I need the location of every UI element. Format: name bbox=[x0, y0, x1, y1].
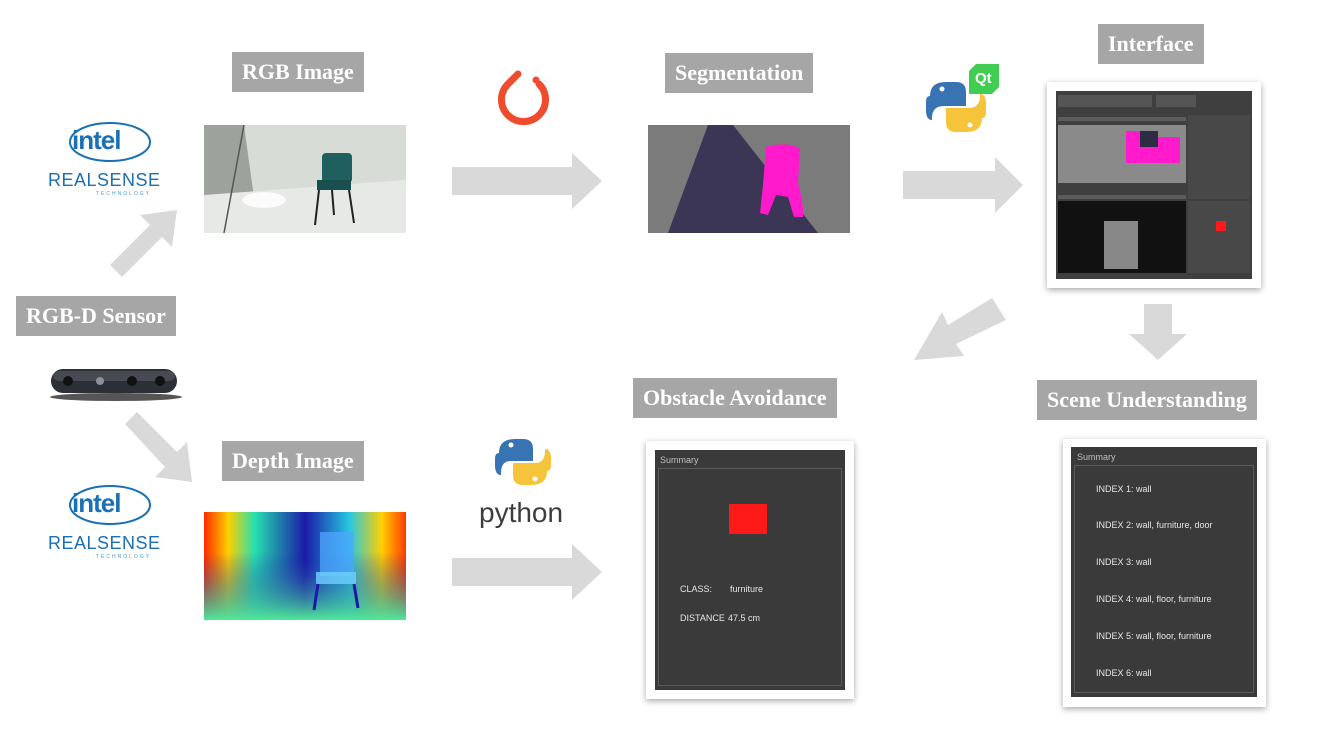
arrow-sensor-to-rgb bbox=[110, 210, 177, 277]
distance-label: DISTANCE bbox=[680, 613, 725, 623]
intel-wordmark: intel bbox=[72, 125, 121, 155]
technology-wordmark: TECHNOLOGY bbox=[96, 191, 152, 197]
arrow-depth-to-obstacle bbox=[452, 544, 602, 600]
rgbd-camera-icon bbox=[50, 369, 182, 401]
rgb-image-card bbox=[194, 115, 416, 243]
obstacle-alert-indicator bbox=[729, 504, 767, 534]
obstacle-avoidance-card: Summary CLASS: furniture DISTANCE 47.5 c… bbox=[646, 441, 854, 699]
arrow-rgb-to-segmentation bbox=[452, 153, 602, 209]
realsense-wordmark: REALSENSE bbox=[48, 170, 161, 190]
qt-wordmark: Qt bbox=[975, 70, 992, 87]
scene-line: INDEX 6: wall bbox=[1096, 668, 1152, 678]
intel-swoosh-icon bbox=[69, 122, 151, 162]
obstacle-summary-title: Summary bbox=[660, 455, 699, 465]
interface-screenshot bbox=[1056, 91, 1252, 279]
scene-line: INDEX 5: wall, floor, furniture bbox=[1096, 631, 1212, 641]
python-wordmark: python bbox=[479, 497, 564, 528]
scene-line: INDEX 4: wall, floor, furniture bbox=[1096, 594, 1212, 604]
obstacle-summary-frame bbox=[658, 468, 842, 686]
obstacle-avoidance-label: Obstacle Avoidance bbox=[633, 378, 837, 418]
scene-line: INDEX 3: wall bbox=[1096, 557, 1152, 567]
intel-realsense-logo-bottom: intel REALSENSE TECHNOLOGY bbox=[48, 483, 161, 563]
qt-badge: Qt bbox=[969, 64, 999, 94]
depth-image-card bbox=[194, 502, 416, 630]
distance-value: 47.5 cm bbox=[728, 613, 761, 623]
scene-summary-title: Summary bbox=[1077, 452, 1116, 462]
interface-card bbox=[1047, 82, 1261, 288]
python-logo: python bbox=[475, 433, 575, 533]
obstacle-summary-panel: Summary CLASS: furniture DISTANCE 47.5 c… bbox=[655, 450, 845, 690]
realsense-wordmark: REALSENSE bbox=[48, 533, 161, 553]
class-value: furniture bbox=[730, 584, 764, 594]
segmentation-card bbox=[638, 115, 860, 243]
scene-summary-panel: Summary INDEX 1: wall INDEX 2: wall, fur… bbox=[1071, 447, 1257, 697]
depth-image-label: Depth Image bbox=[222, 441, 364, 481]
scene-line: INDEX 2: wall, furniture, door bbox=[1096, 520, 1213, 530]
arrow-segmentation-to-interface bbox=[903, 157, 1023, 213]
arrow-interface-to-scene bbox=[1129, 304, 1187, 360]
rgb-corridor-image bbox=[204, 125, 406, 233]
python-icon bbox=[495, 439, 551, 485]
scene-line: INDEX 1: wall bbox=[1096, 484, 1152, 494]
interface-label: Interface bbox=[1098, 24, 1204, 64]
arrow-sensor-to-depth bbox=[125, 412, 192, 482]
intel-wordmark: intel bbox=[72, 488, 121, 518]
arrow-interface-to-obstacle bbox=[914, 298, 1006, 360]
python-icon bbox=[926, 82, 986, 132]
scene-understanding-card: Summary INDEX 1: wall INDEX 2: wall, fur… bbox=[1063, 439, 1266, 707]
depth-image bbox=[204, 512, 406, 620]
segmentation-label: Segmentation bbox=[665, 53, 814, 93]
scene-summary-frame bbox=[1074, 465, 1254, 693]
rgb-image-label: RGB Image bbox=[232, 52, 364, 92]
pytorch-logo-icon bbox=[498, 70, 549, 126]
python-qt-logo: Qt bbox=[922, 64, 1002, 144]
segmentation-image bbox=[648, 125, 850, 233]
technology-wordmark: TECHNOLOGY bbox=[96, 554, 152, 560]
rgbd-sensor-label: RGB-D Sensor bbox=[16, 296, 176, 336]
intel-realsense-logo-top: intel REALSENSE TECHNOLOGY bbox=[48, 120, 161, 200]
scene-understanding-label: Scene Understanding bbox=[1037, 380, 1257, 420]
intel-swoosh-icon bbox=[69, 485, 151, 525]
class-label: CLASS: bbox=[680, 584, 713, 594]
